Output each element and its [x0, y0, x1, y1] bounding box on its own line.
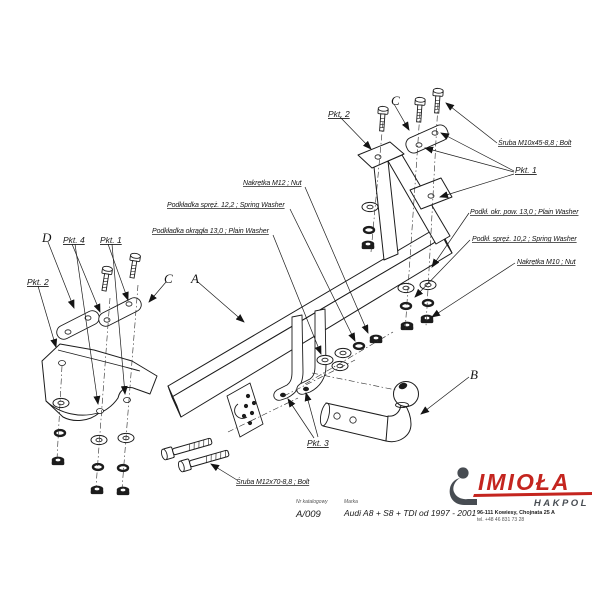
bolts-m12x70: [159, 435, 231, 473]
model-years: od 1997 - 2001: [419, 508, 476, 518]
right-bracket: [357, 141, 453, 261]
bolts-left: [98, 252, 142, 292]
callout-labels: Nakrętka M12 ; Nut Podkładka spręż. 12,2…: [27, 93, 579, 486]
label-plain-washer-13: Podkładka okrągła 13,0 ; Plain Washer: [152, 228, 270, 235]
logo-brand-text: IMIOŁA: [478, 469, 571, 495]
towhook-logo-icon: [449, 467, 477, 505]
company-phone: tel. +48 46 831 73 28: [477, 517, 524, 523]
label-nut-m10: Nakrętka M10 ; Nut: [517, 259, 577, 266]
label-pkt1-right: Pkt. 1: [515, 165, 537, 175]
cross-beam: [167, 226, 453, 418]
label-part-c-left: C: [164, 271, 173, 286]
washer-row-center: [316, 334, 383, 372]
left-bracket: [41, 343, 158, 421]
washer-stack-flange: [361, 201, 379, 250]
label-spring-washer-12: Podkładka spręż. 12,2 ; Spring Washer: [167, 202, 285, 209]
washer-stacks-under-beam: [397, 279, 437, 331]
leader-lines: [37, 102, 516, 481]
label-bolt-m10x45: Śruba M10x45-8,8 ; Bolt: [498, 138, 572, 147]
label-part-b: B: [470, 367, 478, 382]
spacer-plate-d: [56, 310, 100, 340]
label-pkt2-left: Pkt. 2: [27, 277, 49, 287]
label-pkt2-top: Pkt. 2: [328, 109, 350, 119]
ball-arm: [319, 381, 419, 443]
catalog-number-label: Nr katalogowy: [296, 499, 328, 505]
catalog-number-value: A/009: [295, 509, 322, 520]
label-part-d: D: [41, 230, 52, 245]
label-part-a: A: [190, 271, 199, 286]
label-part-c-top: C: [391, 93, 400, 108]
label-nut-m12: Nakrętka M12 ; Nut: [243, 180, 303, 187]
label-pkt3: Pkt. 3: [307, 438, 329, 448]
top-plate-c: [405, 124, 449, 154]
backing-plate: [226, 382, 264, 438]
bolts-top-right: [376, 87, 444, 132]
logo-block: IMIOŁA HAKPOL 96-111 Kowiesy, Chojnata 2…: [449, 467, 592, 523]
title-block: Nr katalogowy A/009 Marka Audi A8 + S8 +…: [295, 499, 476, 520]
company-address: 96-111 Kowiesy, Chojnata 25 A: [477, 510, 555, 516]
label-spring-washer-10: Podkł. spręż. 10,2 ; Spring Washer: [472, 236, 577, 243]
logo-sub-text: HAKPOL: [534, 498, 589, 509]
brand-value: Audi A8 + S8 + TDI: [343, 508, 418, 518]
center-lines: [56, 102, 439, 490]
label-pkt1-left: Pkt. 1: [100, 235, 122, 245]
brand-label: Marka: [344, 499, 358, 505]
label-plain-washer-13-pow: Podkł. okr. pow. 13,0 ; Plain Washer: [470, 209, 579, 216]
label-bolt-m12x70: Śruba M12x70-8,8 ; Bolt: [236, 477, 310, 486]
logo-underline: [473, 492, 592, 497]
label-pkt4: Pkt. 4: [63, 235, 85, 245]
